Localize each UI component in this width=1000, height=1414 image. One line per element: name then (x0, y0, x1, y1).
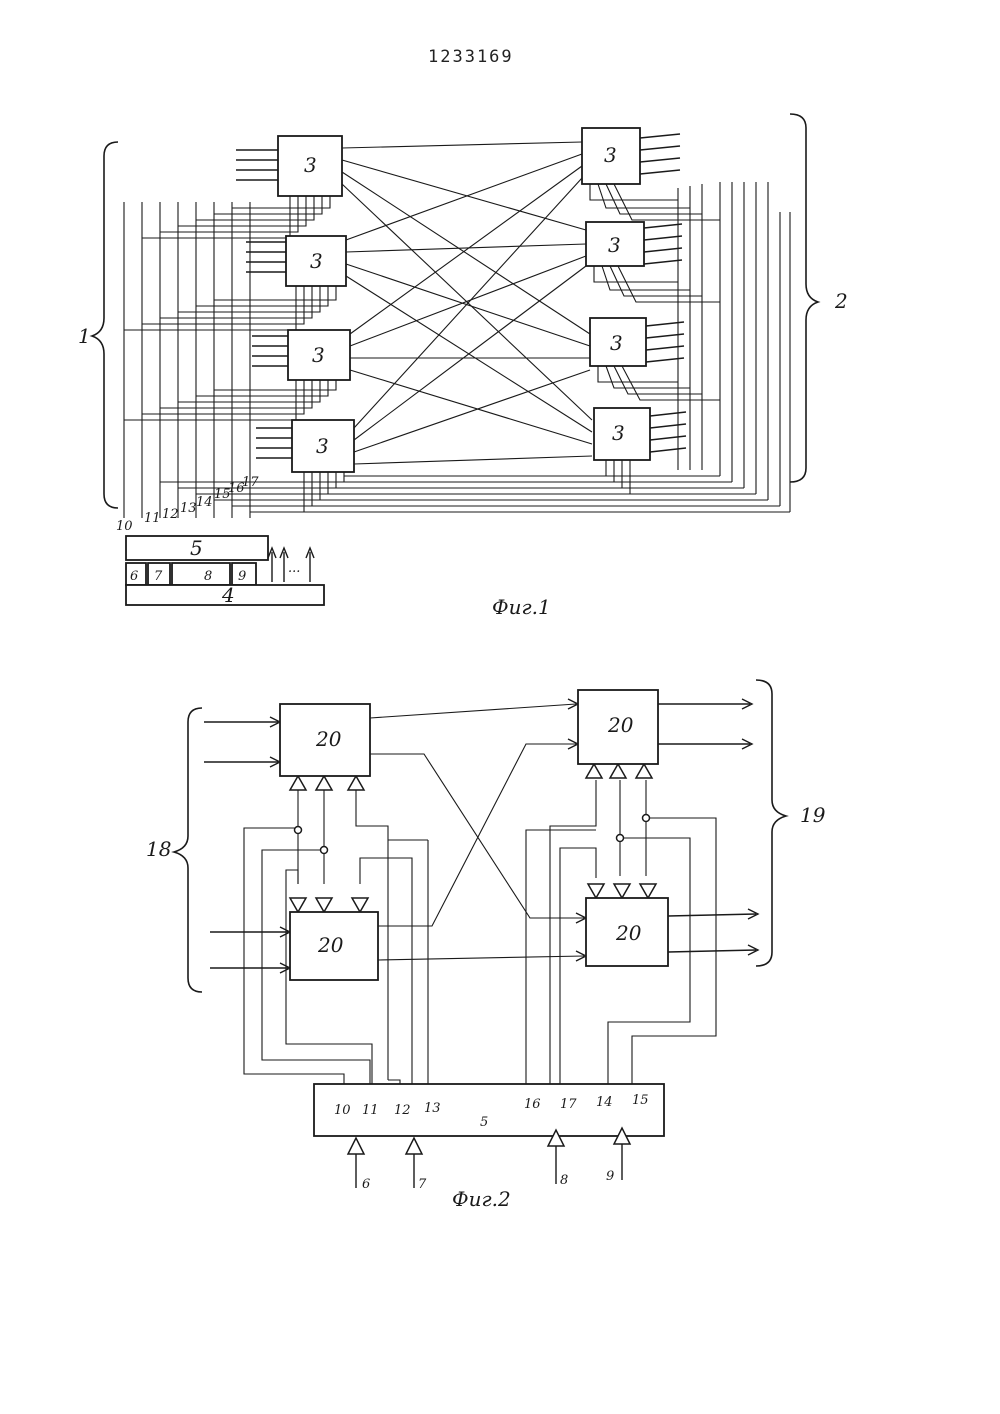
brace-right-group-19 (756, 680, 786, 966)
left-bus-lines (124, 202, 250, 518)
register-label: 5 (480, 1115, 488, 1130)
bus-label-12: 12 (162, 507, 179, 522)
left-control-fans (124, 196, 336, 420)
switch-block-right-3: 3 (590, 318, 646, 366)
control-field-7: 7 (154, 569, 163, 584)
arrows-ellipsis: ... (288, 561, 300, 576)
group-1-label: 1 (78, 324, 91, 348)
figure-1: 1 2 (78, 114, 848, 619)
cell-label: 20 (317, 933, 344, 957)
cell-20-bottom-left: 20 (290, 912, 378, 980)
cell-20-top-right: 20 (578, 690, 658, 764)
control-arrows: ... (268, 548, 314, 582)
switch-block-right-4: 3 (594, 408, 650, 460)
bus-label-10: 10 (116, 519, 133, 534)
right-output-arrows (640, 134, 686, 452)
register-label: 5 (190, 536, 203, 560)
bus-label-11: 11 (144, 511, 161, 526)
figure-1-caption: Фиг.1 (492, 595, 551, 619)
switch-label: 3 (610, 331, 623, 355)
switch-label: 3 (304, 153, 317, 177)
patent-number: 1233169 (428, 47, 514, 67)
bus-label-17: 17 (242, 475, 259, 490)
switch-block-left-3: 3 (288, 330, 350, 380)
bus-label-14: 14 (196, 495, 213, 510)
switch-block-left-1: 3 (278, 136, 342, 196)
fig2-right-outputs (658, 699, 758, 955)
input-7: 7 (418, 1177, 427, 1192)
pin-14: 14 (596, 1095, 613, 1110)
pin-15: 15 (632, 1093, 649, 1108)
fig2-triangle-arrows (290, 764, 656, 912)
pin-13: 13 (424, 1101, 441, 1116)
brace-left-group-18 (174, 708, 202, 992)
control-unit-4: 4 (126, 583, 324, 607)
switch-block-left-4: 3 (292, 420, 354, 472)
control-field-8: 8 (204, 569, 212, 584)
fig2-left-inputs (204, 717, 290, 973)
brace-right-group-2 (790, 114, 818, 482)
pin-16: 16 (524, 1097, 541, 1112)
fig2-register-5: 10 11 12 13 16 17 14 15 5 (314, 1084, 664, 1136)
input-9: 9 (606, 1169, 614, 1184)
interconnect-lines (342, 142, 592, 464)
switch-label: 3 (310, 249, 323, 273)
register-block-5: 5 (126, 536, 268, 560)
switch-block-right-1: 3 (582, 128, 640, 184)
group-2-label: 2 (834, 289, 848, 313)
brace-left-group-1 (92, 142, 118, 508)
input-8: 8 (560, 1173, 568, 1188)
switch-label: 3 (604, 143, 617, 167)
cell-label: 20 (607, 713, 634, 737)
figure-2: 18 19 (146, 680, 826, 1211)
pin-12: 12 (394, 1103, 411, 1118)
fig2-register-inputs: 6 7 8 9 (348, 1128, 630, 1192)
cell-20-top-left: 20 (280, 704, 370, 776)
switch-block-right-2: 3 (586, 222, 644, 266)
switch-block-left-2: 3 (286, 236, 346, 286)
bus-labels: 10 11 12 13 14 15 16 17 (116, 475, 259, 534)
pin-10: 10 (334, 1103, 351, 1118)
switch-label: 3 (608, 233, 621, 257)
switch-label: 3 (612, 421, 625, 445)
control-field-6: 6 (130, 569, 138, 584)
group-19-label: 19 (800, 803, 826, 827)
bus-label-13: 13 (180, 501, 197, 516)
cell-label: 20 (315, 727, 342, 751)
pin-11: 11 (362, 1103, 379, 1118)
cell-label: 20 (615, 921, 642, 945)
control-field-cells: 6 7 8 9 (126, 563, 256, 585)
input-6: 6 (362, 1177, 370, 1192)
switch-label: 3 (312, 343, 325, 367)
right-bus-lines (678, 182, 790, 512)
control-field-9: 9 (238, 569, 246, 584)
group-18-label: 18 (146, 837, 171, 861)
figure-2-caption: Фиг.2 (452, 1187, 511, 1211)
cell-20-bottom-right: 20 (586, 898, 668, 966)
control-unit-label: 4 (221, 583, 235, 607)
switch-label: 3 (316, 434, 329, 458)
pin-17: 17 (560, 1097, 577, 1112)
